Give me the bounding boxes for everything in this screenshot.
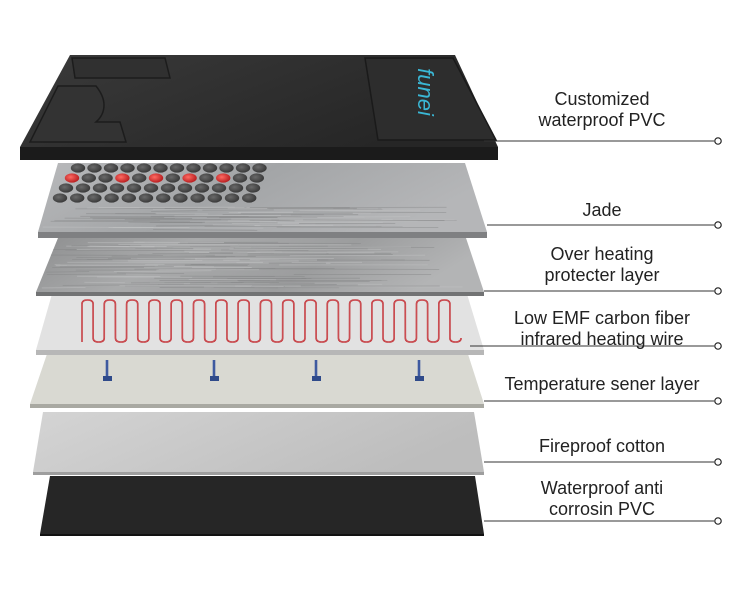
jade-stone [153, 163, 168, 173]
jade-stone [199, 173, 214, 183]
jade-stone [143, 183, 159, 193]
jade-stone [190, 193, 205, 203]
jade-stone [52, 193, 68, 203]
jade-stone [232, 173, 248, 183]
temperature-sensors [103, 360, 424, 381]
red-jade-stone [115, 173, 130, 183]
jade-stone [70, 193, 85, 203]
jade-stone [211, 183, 227, 193]
layer-top-pvc [20, 55, 498, 160]
jade-stone [87, 193, 102, 203]
layer-label-cotton: Fireproof cotton [452, 436, 750, 457]
layer-label-line: Waterproof anti [540, 478, 664, 498]
jade-stone [165, 173, 180, 183]
jade-stone [104, 193, 119, 203]
brushed-texture [42, 206, 457, 231]
jade-stone [98, 173, 113, 183]
jade-stone [92, 183, 108, 193]
leader-terminal [714, 397, 722, 405]
brand-logo: funei [413, 68, 438, 117]
jade-stone [245, 183, 261, 193]
jade-stone [121, 193, 136, 203]
jade-stone [202, 163, 218, 173]
layer-label-line: Customized [554, 89, 650, 109]
jade-stone [252, 163, 267, 173]
sensor-probe [103, 376, 112, 381]
leader-terminal [714, 342, 722, 350]
jade-stone [219, 163, 234, 173]
layer-label-line: Low EMF carbon fiber [513, 308, 691, 328]
jade-stone [173, 193, 188, 203]
layer-label-line: infrared heating wire [520, 329, 684, 349]
jade-stone [160, 183, 176, 193]
layer-bottom-pvc [40, 476, 484, 536]
layer-label-line: corrosin PVC [548, 499, 656, 519]
jade-stone [177, 183, 193, 193]
jade-stone [169, 163, 185, 173]
jade-stone [242, 193, 257, 203]
jade-stone [136, 163, 152, 173]
jade-stone [120, 163, 135, 173]
sensor-probe [210, 376, 219, 381]
jade-stone [109, 183, 125, 193]
jade-stone [58, 183, 74, 193]
red-jade-stone [216, 173, 231, 183]
jade-stone [186, 163, 201, 173]
layer-label-sensor: Temperature sener layer [452, 374, 750, 395]
layer-label-line: protecter layer [544, 265, 660, 285]
jade-stone [132, 173, 147, 183]
jade-stone [138, 193, 154, 203]
leader-terminal [714, 221, 722, 229]
jade-stone [75, 183, 91, 193]
jade-stone [249, 173, 264, 183]
brushed-texture [41, 241, 463, 289]
leader-terminal [714, 287, 722, 295]
jade-stone [235, 163, 251, 173]
layer-label-line: Fireproof cotton [538, 435, 666, 456]
red-jade-stone [64, 173, 80, 183]
jade-stone [156, 193, 171, 203]
leader-terminal [714, 458, 722, 466]
jade-stone [194, 183, 210, 193]
layer-temperature-sensor [30, 351, 484, 408]
layer-label-jade: Jade [452, 200, 750, 221]
layer-fireproof-cotton [33, 412, 484, 475]
layer-label-line: Over heating [550, 244, 654, 264]
jade-stone [103, 163, 119, 173]
jade-stone [224, 193, 240, 203]
leader-terminal [714, 137, 722, 145]
leader-lines [470, 137, 722, 525]
red-jade-stone [148, 173, 164, 183]
jade-stone [207, 193, 222, 203]
jade-stone [228, 183, 244, 193]
jade-stones [52, 163, 267, 203]
jade-stone [70, 163, 86, 173]
layer-label-line: Jade [582, 199, 622, 220]
layer-over-heating [36, 238, 484, 296]
heating-wire-path [81, 299, 462, 343]
jade-stone [81, 173, 97, 183]
layer-label-line: Temperature sener layer [504, 373, 700, 394]
red-jade-stone [182, 173, 197, 183]
layer-label-line: waterproof PVC [538, 110, 666, 130]
heating-wire [81, 299, 462, 343]
sensor-probe [312, 376, 321, 381]
jade-stone [126, 183, 142, 193]
leader-terminal [714, 517, 722, 525]
jade-stone [87, 163, 102, 173]
sensor-probe [415, 376, 424, 381]
